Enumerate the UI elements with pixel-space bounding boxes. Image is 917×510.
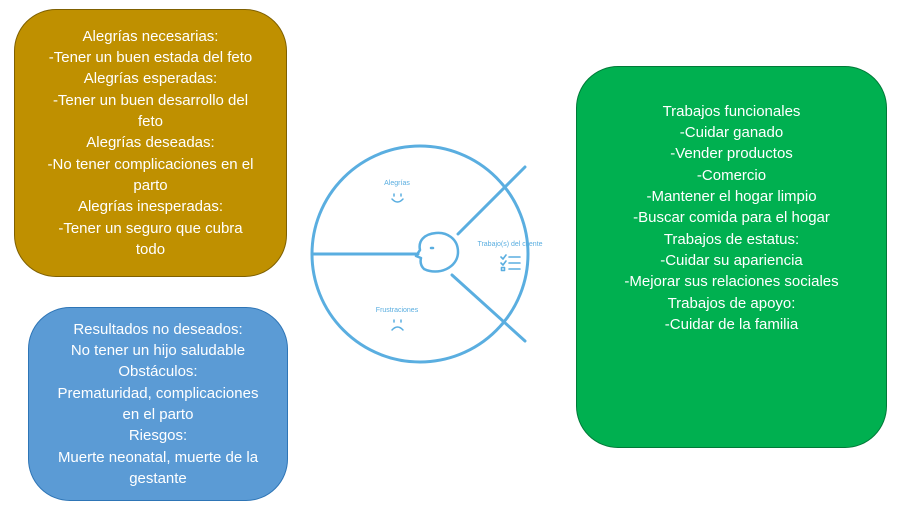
jobs-box-line: Trabajos funcionales [662, 102, 801, 120]
pains-box-line: No tener un hijo saludable [70, 342, 246, 360]
pains-box-line: Muerte neonatal, muerte de la [57, 448, 259, 466]
jobs-box-line: -Buscar comida para el hogar [633, 209, 830, 227]
jobs-box-line: -Mejorar sus relaciones sociales [624, 273, 839, 291]
gains-box-line: -Tener un buen estada del feto [48, 49, 253, 67]
gains-box-line: Alegrías esperadas: [83, 70, 218, 88]
jobs-box-line: -Cuidar de la familia [664, 315, 799, 333]
jobs-box: Trabajos funcionales -Cuidar ganado -Vende… [576, 66, 887, 448]
pains-box-line: Prematuridad, complicaciones [57, 384, 259, 402]
face-profile-icon [414, 231, 460, 273]
jobs-box-line: -Cuidar ganado [679, 124, 784, 142]
pains-box-line: Riesgos: [128, 427, 188, 445]
frown-icon [391, 319, 404, 331]
gains-box-line: -Tener un seguro que cubra [58, 219, 243, 237]
gains-box-line: Alegrías deseadas: [86, 134, 215, 152]
pains-segment-label: Frustraciones [376, 307, 419, 314]
pains-box-line: Resultados no deseados: [73, 320, 243, 338]
divider-lower-right [450, 273, 527, 343]
gains-box-line: Alegrías necesarias: [82, 27, 219, 45]
smile-icon [391, 193, 404, 203]
checklist-icon [500, 254, 521, 272]
jobs-box-line: -Mantener el hogar limpio [646, 188, 817, 206]
jobs-box-line: -Comercio [696, 166, 767, 184]
gains-box-line: Alegrías inesperadas: [77, 198, 224, 216]
jobs-box-line: -Cuidar su apariencia [660, 251, 803, 269]
pains-box-line: Obstáculos: [118, 363, 198, 381]
pains-box: Resultados no deseados: No tener un hijo … [28, 307, 288, 501]
pains-box-line: en el parto [122, 406, 194, 423]
jobs-box-line: Trabajos de estatus: [663, 230, 800, 248]
divider-upper-right [456, 165, 527, 236]
jobs-box-line: Trabajos de apoyo: [667, 294, 796, 312]
gains-box-line: -No tener complicaciones en el [47, 155, 254, 173]
gains-segment-label: Alegrías [384, 180, 410, 187]
pains-box-line: gestante [129, 469, 187, 487]
gains-box: Alegrías necesarias: -Tener un buen estad… [14, 9, 287, 277]
gains-box-line: -Tener un buen desarrollo del [52, 91, 249, 109]
gains-box-line: parto [133, 176, 168, 194]
gains-box-line: feto [137, 113, 164, 131]
jobs-box-line: -Vender productos [670, 145, 793, 163]
gains-box-line: todo [135, 240, 166, 258]
jobs-segment-label: Trabajo(s) del cliente [477, 241, 542, 248]
